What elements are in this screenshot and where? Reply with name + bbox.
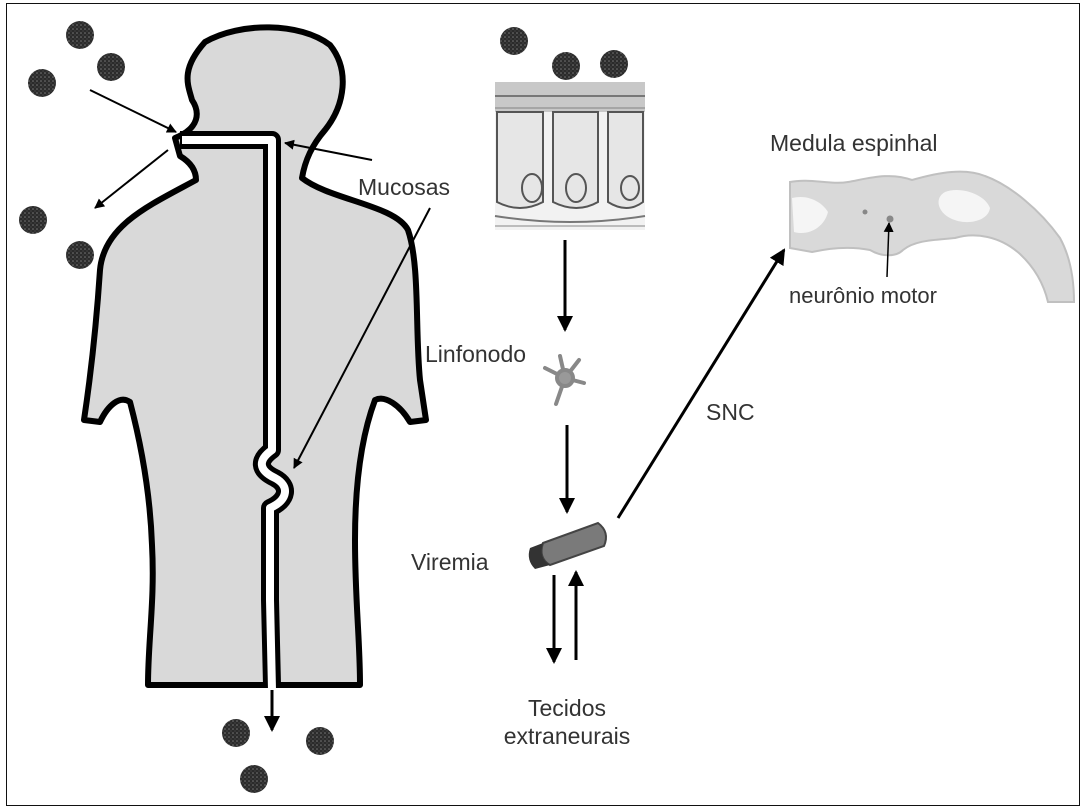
label-medula-espinhal: Medula espinhal bbox=[770, 131, 938, 155]
virus-particle bbox=[28, 69, 56, 97]
label-linfonodo: Linfonodo bbox=[425, 342, 526, 366]
virus-particle bbox=[552, 52, 580, 80]
virus-particle bbox=[600, 50, 628, 78]
label-snc: SNC bbox=[706, 400, 755, 424]
virus-particle bbox=[500, 27, 528, 55]
arrow-viremia-to-cns bbox=[618, 250, 784, 518]
virus-particle bbox=[222, 719, 250, 747]
mucosal-epithelium-image bbox=[495, 82, 645, 230]
virus-particle bbox=[240, 765, 268, 793]
label-tecidos-line1: Tecidos bbox=[492, 694, 642, 722]
arrow-virus-into-mouth bbox=[90, 90, 176, 132]
label-viremia: Viremia bbox=[411, 550, 489, 574]
label-tecidos-extraneurais: Tecidos extraneurais bbox=[492, 694, 642, 750]
viremia-virus-icon bbox=[529, 523, 606, 569]
virus-particle bbox=[66, 241, 94, 269]
human-body-silhouette bbox=[84, 27, 426, 685]
lymph-node-cell-icon bbox=[545, 356, 584, 404]
virus-particle bbox=[66, 21, 94, 49]
label-mucosas: Mucosas bbox=[358, 175, 450, 199]
virus-particle bbox=[97, 53, 125, 81]
label-neuronio-motor: neurônio motor bbox=[789, 284, 937, 308]
virus-particle bbox=[19, 206, 47, 234]
virus-particle bbox=[306, 727, 334, 755]
label-tecidos-line2: extraneurais bbox=[492, 722, 642, 750]
